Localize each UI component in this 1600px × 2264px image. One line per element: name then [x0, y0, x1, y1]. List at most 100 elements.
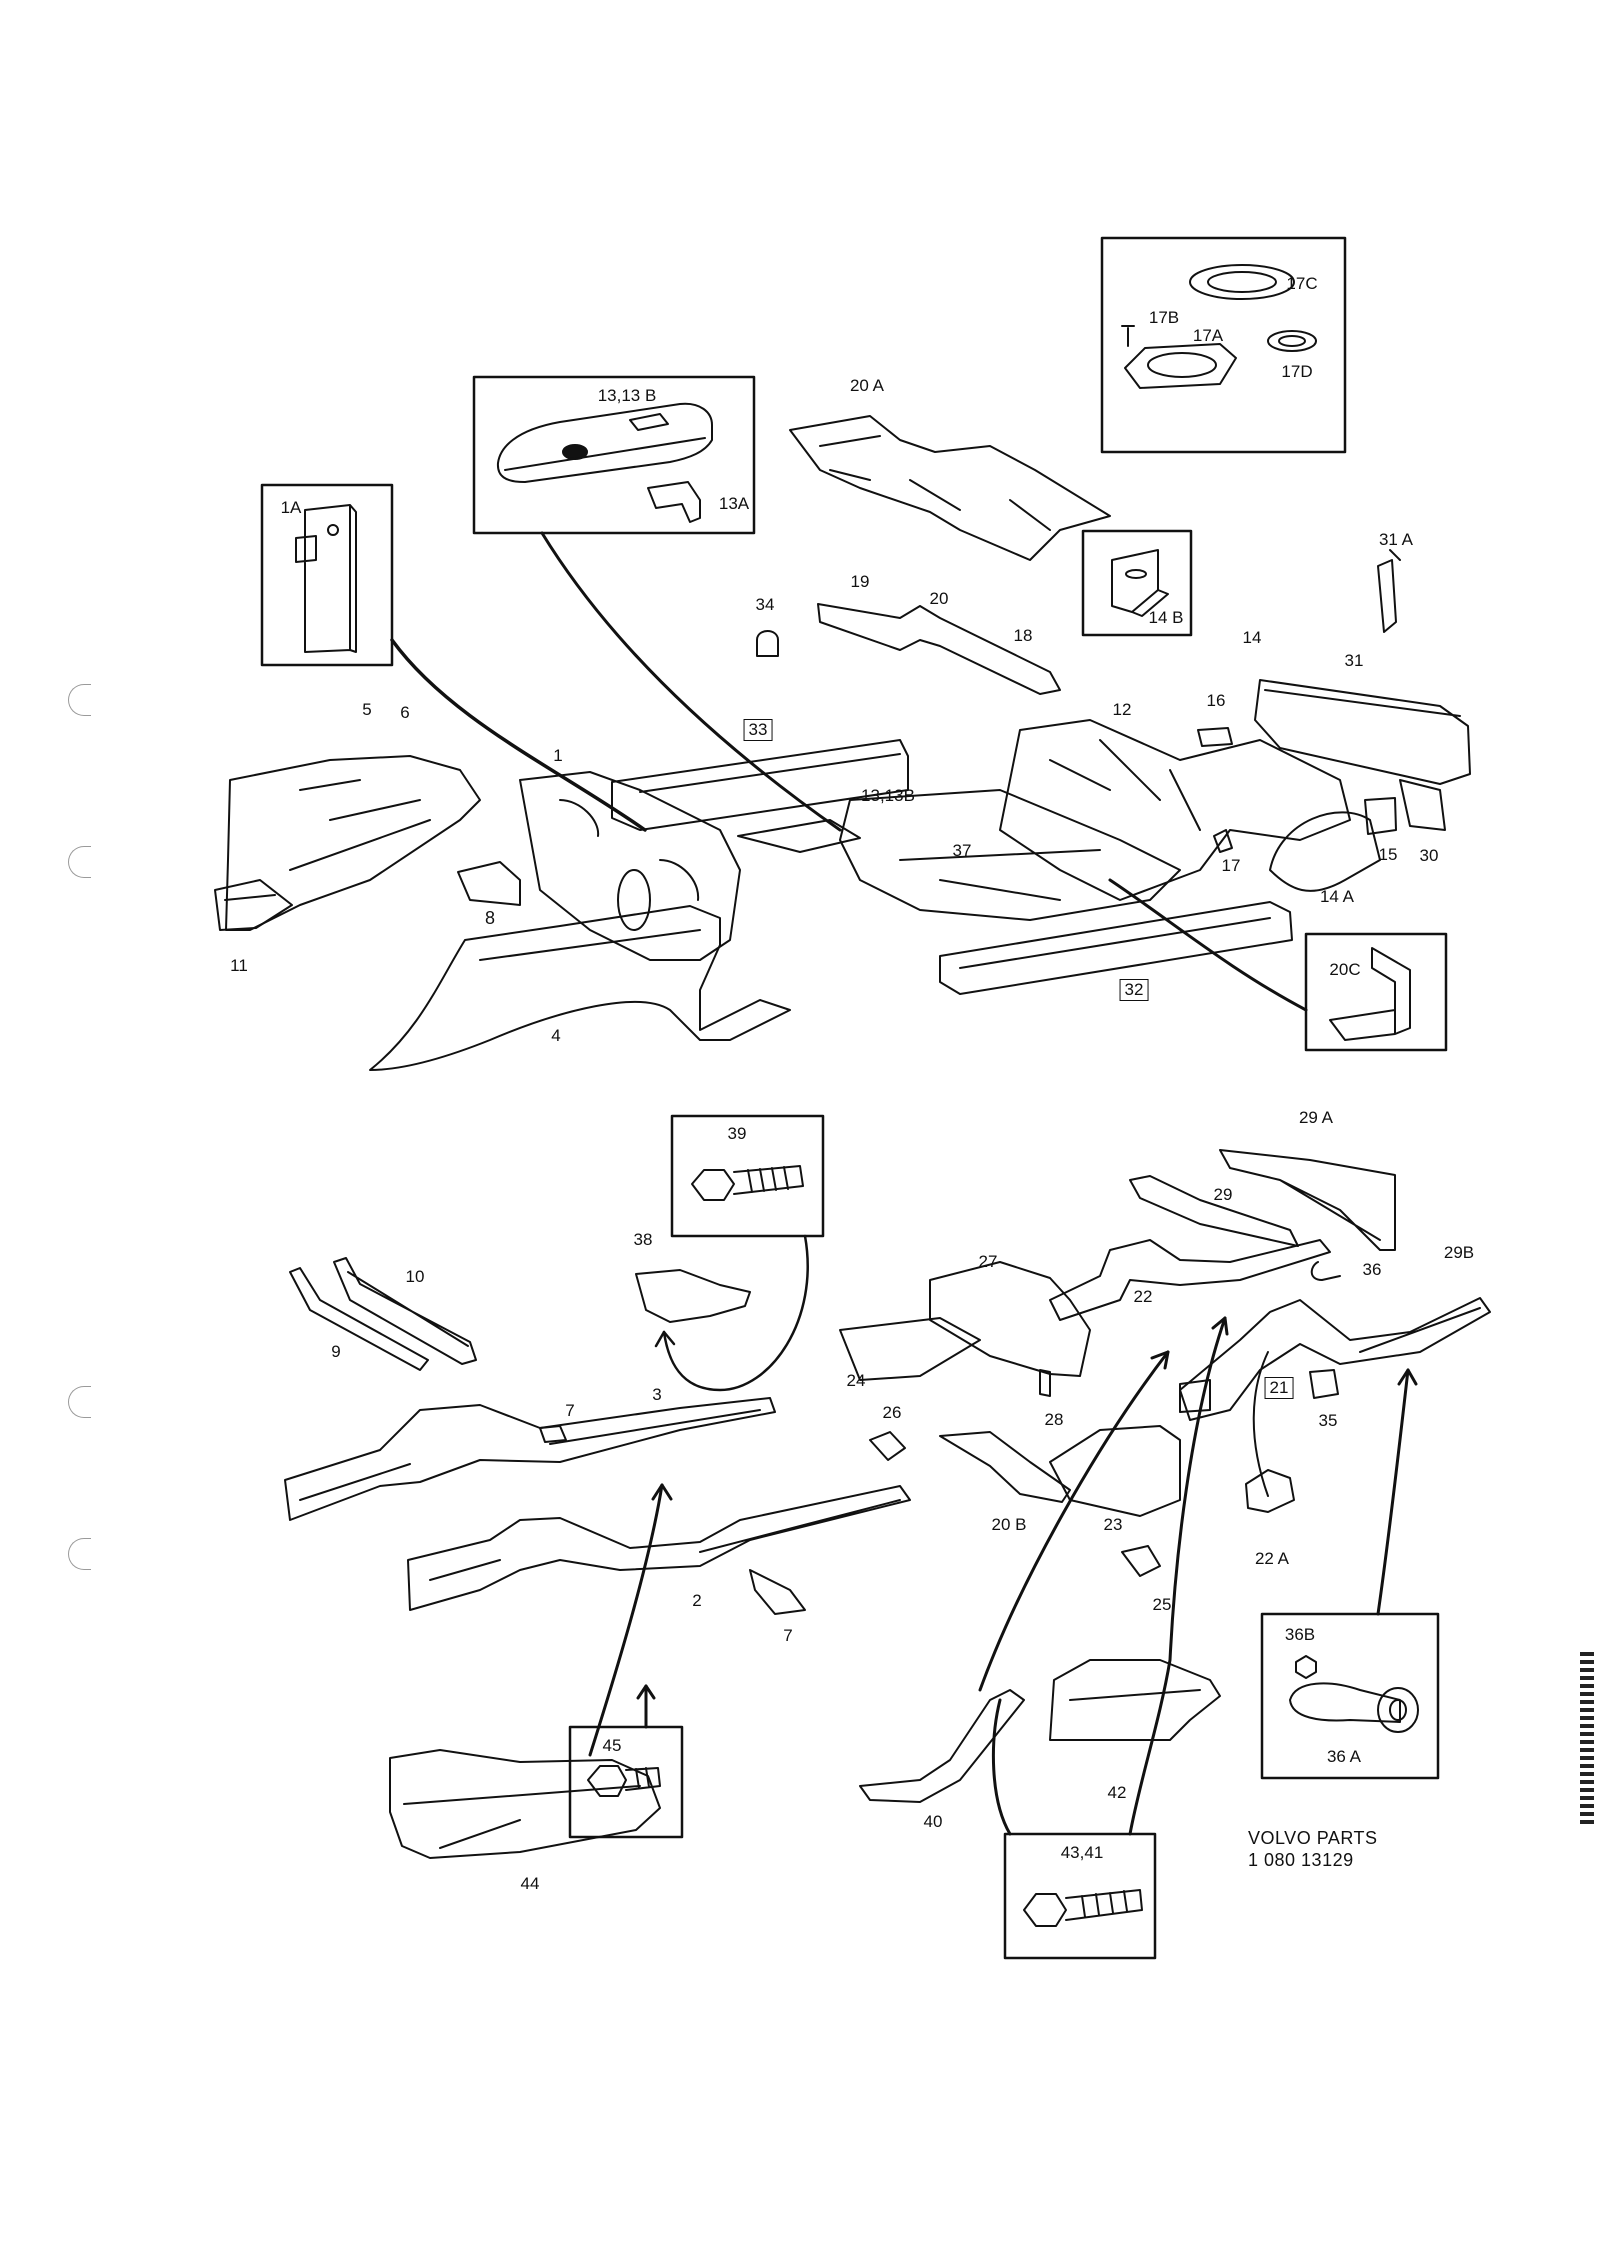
- leader-43-40: [991, 1698, 1012, 1836]
- callout-1A: 1A: [280, 498, 302, 517]
- callout-14A: 14 A: [1319, 887, 1355, 906]
- part-29A-frame: [1219, 1149, 1396, 1251]
- callout-22A: 22 A: [1254, 1549, 1290, 1568]
- scan-edge-mark: [1580, 1684, 1594, 1688]
- inset-box-14B: [1081, 529, 1193, 637]
- callout-10: 10: [405, 1267, 425, 1286]
- binder-hole-1: [68, 684, 91, 716]
- part-9-rail: [289, 1267, 429, 1371]
- leader-42-21: [1128, 1316, 1227, 1836]
- callout-36: 36: [1362, 1260, 1382, 1279]
- part-32-sill: [939, 901, 1293, 995]
- callout-19: 19: [850, 572, 870, 591]
- callout-36B: 36B: [1284, 1625, 1316, 1644]
- callout-17B: 17B: [1148, 308, 1180, 327]
- scan-edge-mark: [1580, 1804, 1594, 1808]
- part-20B-plate: [939, 1431, 1071, 1503]
- callout-14: 14: [1242, 628, 1262, 647]
- callout-18: 18: [1013, 626, 1033, 645]
- part-14B-slot: [1125, 569, 1147, 579]
- part-2-frame-rail: [407, 1485, 911, 1611]
- part-36A-bushing-bore: [1389, 1699, 1407, 1721]
- part-25-clip: [1121, 1545, 1161, 1577]
- callout-7a: 7: [565, 1401, 575, 1420]
- callout-3: 3: [652, 1385, 662, 1404]
- scan-edge-mark: [1580, 1652, 1594, 1656]
- part-11-bracket: [214, 879, 293, 931]
- leader-36-29B: [1376, 1368, 1410, 1616]
- part-17: [1213, 829, 1233, 853]
- callout-15: 15: [1378, 845, 1398, 864]
- callout-26: 26: [882, 1403, 902, 1422]
- part-43-bolt-head: [1023, 1893, 1067, 1927]
- callout-36A: 36 A: [1326, 1747, 1362, 1766]
- callout-43-41: 43,41: [1060, 1843, 1104, 1862]
- scan-edge-mark: [1580, 1788, 1594, 1792]
- inset-box-45: [568, 1725, 684, 1839]
- part-39-bolt-head: [691, 1169, 735, 1201]
- leader-40-23: [978, 1350, 1170, 1692]
- part-3-frame-rail: [284, 1397, 776, 1521]
- part-36A-bushing: [1377, 1687, 1419, 1733]
- part-26-clip: [869, 1431, 906, 1461]
- part-7b-bracket: [749, 1569, 806, 1615]
- arrow-36-29B: [1397, 1368, 1418, 1386]
- part-13-pan: [737, 819, 861, 853]
- scan-edge-mark: [1580, 1764, 1594, 1768]
- callout-17: 17: [1221, 856, 1241, 875]
- part-13-cover: [496, 402, 713, 483]
- callout-20B: 20 B: [991, 1515, 1027, 1534]
- part-8-brace: [457, 861, 521, 906]
- part-36B-nut: [1295, 1655, 1317, 1679]
- part-5-6-inner-wing: [225, 755, 481, 931]
- binder-hole-4: [68, 1538, 91, 1570]
- part-12-rear-floor: [999, 719, 1351, 901]
- arrow-45-44: [636, 1684, 656, 1700]
- part-16: [1197, 727, 1233, 747]
- leader-22A: [1252, 1351, 1269, 1497]
- part-13-pad: [629, 413, 669, 431]
- inset-box-36: [1260, 1612, 1440, 1780]
- part-14A-wheel-arch: [1269, 811, 1381, 892]
- callout-13A: 13A: [718, 494, 750, 513]
- callout-31: 31: [1344, 651, 1364, 670]
- part-10-rail: [333, 1257, 477, 1365]
- part-4-side-member: [369, 905, 791, 1071]
- scan-edge-mark: [1580, 1692, 1594, 1696]
- callout-6: 6: [400, 703, 410, 722]
- part-44-skid: [389, 1749, 661, 1859]
- callout-29: 29: [1213, 1185, 1233, 1204]
- part-38-bracket: [635, 1269, 751, 1323]
- part-17C-ring: [1189, 264, 1295, 300]
- part-40-strut: [859, 1689, 1025, 1803]
- callout-20C: 20C: [1329, 960, 1361, 979]
- part-1-opening: [617, 869, 651, 931]
- callout-21: 21: [1264, 1377, 1294, 1399]
- inset-box-17: [1100, 236, 1347, 454]
- part-34-bracket: [756, 630, 779, 657]
- part-29B-rail: [1179, 1297, 1491, 1421]
- diagram-credit: VOLVO PARTS 1 080 13129: [1248, 1827, 1378, 1871]
- part-27-bracket: [929, 1261, 1091, 1377]
- part-1A-hole: [327, 524, 339, 536]
- callout-29B: 29B: [1443, 1243, 1475, 1262]
- part-33-sill: [611, 739, 909, 831]
- scan-edge-mark: [1580, 1812, 1594, 1816]
- callout-30: 30: [1419, 846, 1439, 865]
- inset-box-20C: [1304, 932, 1448, 1052]
- part-7a-bracket: [539, 1425, 567, 1443]
- scan-edge-mark: [1580, 1676, 1594, 1680]
- callout-33: 33: [743, 719, 773, 741]
- inset-box-39: [670, 1114, 825, 1238]
- arrow-39-38: [654, 1330, 676, 1348]
- part-20A-tunnel: [789, 415, 1111, 561]
- part-23-plate: [1049, 1425, 1181, 1517]
- part-13-hole: [562, 444, 588, 460]
- callout-20A: 20 A: [849, 376, 885, 395]
- callout-39: 39: [727, 1124, 747, 1143]
- part-1-a-pillar: [519, 771, 741, 961]
- scan-edge-mark: [1580, 1756, 1594, 1760]
- part-39-bolt-shank: [733, 1165, 804, 1195]
